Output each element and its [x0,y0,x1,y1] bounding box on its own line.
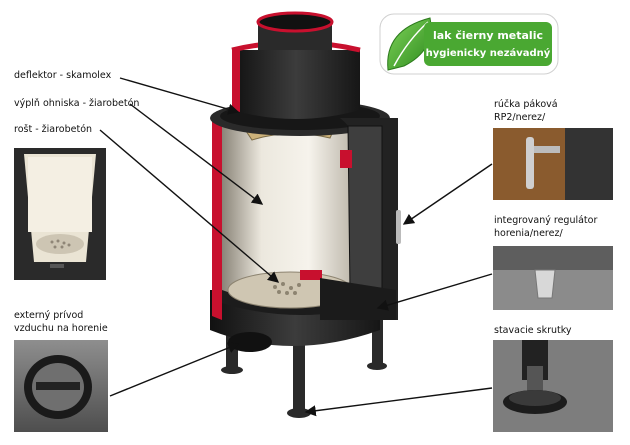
label-regulator-line1: integrovaný regulátor [494,215,598,226]
label-regulator-line2: horenia/nerez/ [494,228,563,239]
badge-line-1: lak čierny metalic [433,29,543,42]
arrow-privod [109,342,240,397]
inset-handle-photo [493,128,613,200]
label-privod-line2: vzduchu na horenie [14,323,108,334]
label-rost: rošt - žiarobetón [14,124,93,135]
label-deflektor: deflektor - skamolex [14,70,112,81]
inset-screw-photo [493,340,613,432]
finish-badge: lak čierny metalic hygienicky nezávadný [379,13,559,75]
arrow-rost [99,129,280,283]
inset-regulator-photo [493,246,613,310]
badge-line-2: hygienicky nezávadný [426,47,551,59]
label-rucka-line2: RP2/nerez/ [494,112,546,123]
cut-section-left [212,118,222,296]
arrow-deflektor [119,77,240,115]
flue-collar [232,50,360,119]
arrow-rucka [402,163,493,225]
label-privod-line1: externý prívod [14,310,84,321]
arrow-skrutky [304,387,493,417]
label-rucka-line1: rúčka páková [494,99,558,110]
label-vyplne: výplň ohniska - žiarobetón [14,98,140,109]
air-inlet-pipe [228,332,272,352]
label-skrutky: stavacie skrutky [494,325,572,336]
inset-air-inlet-photo [14,340,108,432]
leader-lines [99,77,493,417]
inset-firebox-photo [14,148,106,280]
door-handle [396,210,401,244]
stove-body [210,11,401,418]
arrow-vyplne [129,103,264,205]
arrow-regulator [376,273,493,311]
